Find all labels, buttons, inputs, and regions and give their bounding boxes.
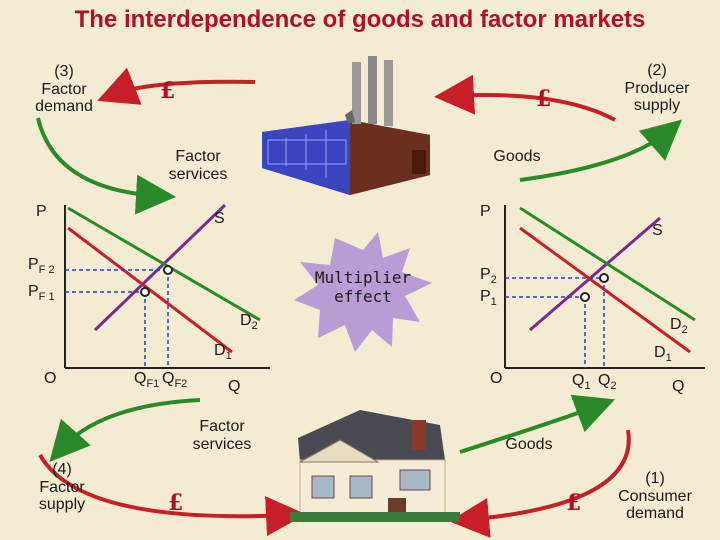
left-price-pf1-label: PF 1: [28, 283, 55, 303]
left-y-axis-label: P: [36, 203, 47, 220]
left-demand-d2-label: D2: [240, 312, 258, 332]
money-flow-bottom-left-arrow: [38, 454, 306, 537]
right-demand-d1-label: D1: [654, 344, 672, 364]
right-quantity-q2-label: Q2: [598, 372, 617, 392]
money-flow-top-left-arrow: [97, 67, 256, 105]
pound-icon-bottom-left: £: [168, 490, 184, 516]
multiplier-star: [294, 232, 432, 352]
goods-top-arrow: [519, 119, 683, 182]
left-x-axis-label: Q: [228, 378, 241, 395]
money-flow-bottom-right-arrow: [449, 429, 631, 538]
right-x-axis-label: Q: [672, 378, 685, 395]
right-goods-graph: [504, 205, 705, 369]
pound-icon-top-left: £: [160, 78, 176, 104]
page-title: The interdependence of goods and factor …: [74, 6, 646, 33]
right-supply-label: S: [652, 222, 663, 239]
right-demand-d2-label: D2: [670, 316, 688, 336]
pound-icon-bottom-right: £: [566, 490, 582, 516]
goods-bottom-label: Goods: [505, 436, 553, 453]
factory-image: [262, 56, 430, 195]
pound-icon-top-right: £: [536, 86, 552, 112]
right-demand2-line: [519, 206, 696, 322]
left-origin-label: O: [44, 370, 57, 387]
left-equilibrium-point-2: [140, 287, 150, 297]
left-supply-label: S: [214, 210, 225, 227]
right-equilibrium-point-1: [599, 273, 609, 283]
left-price-pf2-label: PF 2: [28, 256, 55, 276]
goods-bottom-arrow: [459, 394, 615, 454]
right-price-p2-label: P2: [480, 266, 497, 286]
house-image: [290, 410, 460, 522]
goods-top-label: Goods: [493, 148, 541, 165]
right-y-axis-label: P: [480, 203, 491, 220]
money-flow-top-right-arrow: [434, 74, 616, 122]
right-quantity-q1-label: Q1: [572, 372, 591, 392]
right-origin-label: O: [490, 370, 503, 387]
left-goods-factor-graph: [64, 203, 270, 369]
left-demand-d1-label: D1: [214, 342, 232, 362]
left-quantity-qf2-label: QF2: [162, 370, 188, 390]
left-demand2-line: [67, 206, 261, 322]
right-demand1-line: [519, 226, 691, 354]
right-supply-line: [529, 216, 661, 332]
left-supply-line: [93, 203, 227, 332]
factor-services-bottom-arrow: [49, 398, 201, 462]
left-quantity-qf1-label: QF1: [134, 370, 160, 390]
factor-services-top-arrow: [36, 117, 176, 215]
left-equilibrium-point-1: [163, 265, 173, 275]
left-demand1-line: [67, 226, 233, 354]
right-price-p1-label: P1: [480, 288, 497, 308]
right-equilibrium-point-2: [580, 292, 590, 302]
